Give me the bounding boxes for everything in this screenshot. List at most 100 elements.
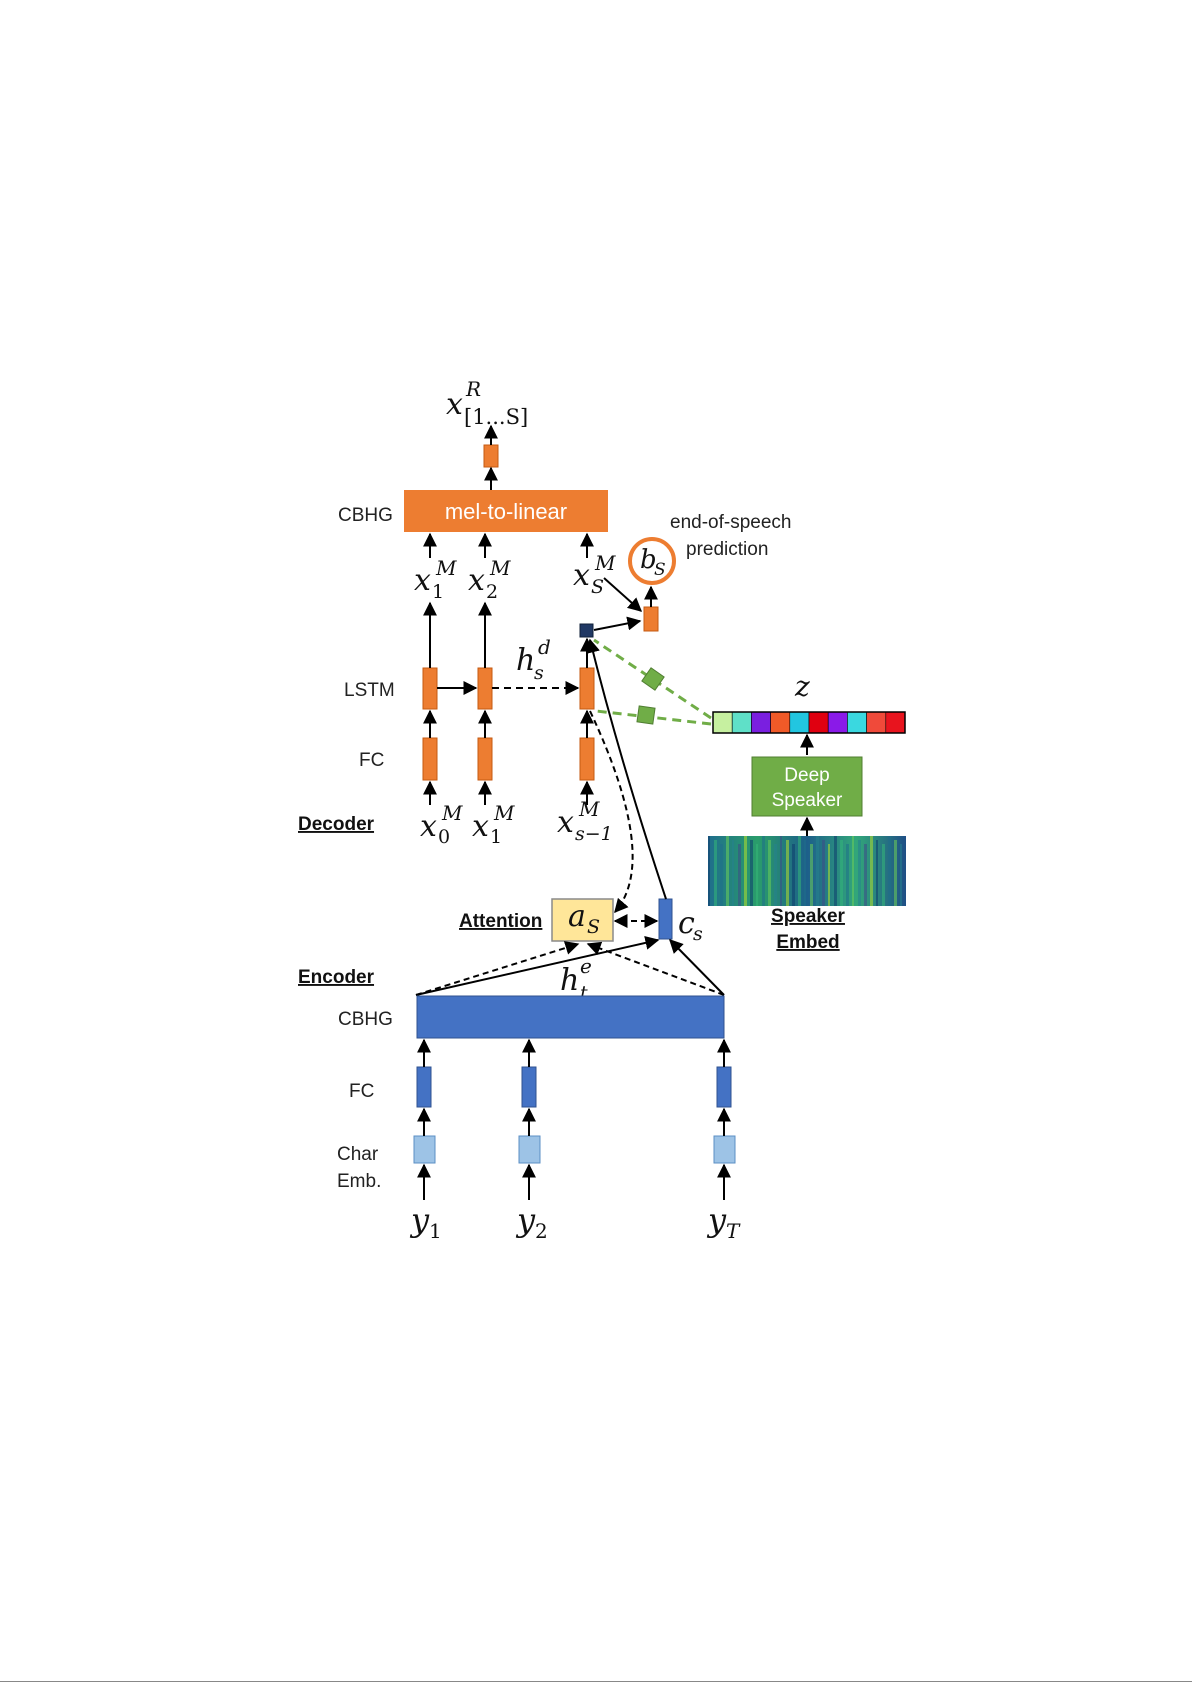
spectrogram-stripe (726, 836, 729, 906)
embedding-cell (828, 712, 847, 733)
embedding-cell (771, 712, 790, 733)
char-emb-t (714, 1136, 735, 1163)
x-sup: M (578, 797, 600, 821)
x-var: x (573, 558, 590, 593)
arrow-xs-to-stop (604, 578, 641, 611)
spectrogram-stripe (828, 844, 830, 906)
encoder-input-yt: y T (706, 1201, 741, 1243)
x-sup: M (489, 556, 511, 580)
context-vector-block (659, 899, 672, 939)
a-sub: S (587, 916, 600, 938)
spectrogram-stripe (894, 840, 897, 906)
context-vector-label: c s (678, 906, 703, 945)
embedding-cell (751, 712, 770, 733)
spectrogram-stripe (762, 836, 765, 906)
spectrogram-stripe (834, 836, 837, 906)
spectrogram-stripe (774, 844, 777, 906)
decoder-fc-s (580, 738, 594, 780)
y-var: y (409, 1201, 430, 1239)
embedding-cell (732, 712, 751, 733)
embedding-cell (809, 712, 828, 733)
x-sub: 1 (432, 581, 444, 603)
speaker-spectrogram-image (708, 836, 906, 906)
a-var: a (568, 899, 586, 934)
lstm-cell-2 (478, 668, 492, 709)
spectrogram-stripe (756, 844, 758, 906)
deep-speaker-label-line1: Deep (784, 765, 829, 786)
spectrogram-stripe (792, 844, 795, 906)
spectrogram-stripe (798, 836, 801, 906)
decoder-output-xs: x M S (573, 551, 616, 598)
x-sub: 2 (486, 581, 498, 603)
spectrogram-stripe (882, 844, 885, 906)
embedding-cell (886, 712, 905, 733)
speaker-embedding-vector (713, 712, 905, 733)
attention-section-label: Attention (459, 911, 542, 932)
spectrogram-stripe (900, 844, 902, 906)
decoder-output-x1: x M 1 (414, 556, 457, 603)
c-sub: s (693, 923, 703, 945)
spectrogram-stripe (888, 836, 891, 906)
x-var: x (414, 563, 431, 598)
x-sub: 1 (490, 826, 502, 848)
spectrogram-stripe (816, 836, 819, 906)
arrow-enc-right-to-context (670, 940, 724, 995)
char-emb-2 (519, 1136, 540, 1163)
stop-token-label: b S (640, 545, 666, 580)
spectrogram-stripe (732, 840, 734, 906)
encoder-cbhg-block (417, 996, 724, 1038)
spectrogram-stripe (750, 840, 753, 906)
linear-output-sub: [1...S] (464, 405, 528, 429)
decoder-fc-label: FC (359, 750, 384, 771)
arrow-concat-to-stop (594, 621, 640, 630)
y-var: y (706, 1201, 727, 1239)
spectrogram-stripe (738, 844, 741, 906)
h-sup: d (538, 635, 551, 659)
h-var: h (516, 643, 535, 678)
spectrogram-stripe (804, 840, 806, 906)
encoder-fc-label: FC (349, 1081, 374, 1102)
char-emb-label-line2: Emb. (337, 1171, 381, 1192)
spectrogram-stripe (870, 836, 873, 906)
decoder-cbhg-label: CBHG (338, 505, 393, 526)
x-sub: 0 (438, 826, 450, 848)
linear-output-sup: R (465, 377, 481, 401)
linear-output-label: x R [1...S] (446, 377, 528, 429)
b-sub: S (654, 560, 666, 580)
spectrogram-stripe (744, 836, 747, 906)
encoder-section-label: Encoder (298, 967, 375, 988)
spectrogram-stripe (852, 836, 854, 906)
encoder-input-y2: y 2 (515, 1201, 548, 1243)
x-sup: M (441, 801, 463, 825)
spectrogram-stripe (720, 844, 723, 906)
decoder-input-x1: x M 1 (472, 801, 515, 848)
encoder-input-y1: y 1 (409, 1201, 442, 1243)
y-sub: T (726, 1219, 741, 1243)
decoder-fc-2 (478, 738, 492, 780)
x-var: x (472, 809, 489, 844)
speaker-embed-label-line2: Embed (776, 932, 839, 953)
spectrogram-stripe (858, 840, 861, 906)
decoder-hidden-label: h d s (516, 635, 551, 684)
embedding-cell (790, 712, 809, 733)
x-sub: S (591, 576, 604, 598)
embedding-cell (847, 712, 866, 733)
page-bottom-rule (0, 1681, 1192, 1682)
encoder-fc-2 (522, 1067, 536, 1107)
speaker-embed-label-line1: Speaker (771, 906, 846, 927)
decoder-input-xs1: x M s−1 (557, 797, 613, 845)
stop-token-block (644, 607, 658, 631)
y-sub: 2 (535, 1219, 548, 1243)
decoder-section-label: Decoder (298, 814, 375, 835)
end-of-speech-label-line1: end-of-speech (670, 512, 791, 533)
x-var: x (557, 805, 574, 840)
h-var: h (560, 963, 579, 998)
lstm-cell-s (580, 668, 594, 709)
x-sup: M (435, 556, 457, 580)
concat-node (580, 624, 593, 637)
linear-output-block (484, 445, 498, 467)
encoder-cbhg-label: CBHG (338, 1009, 393, 1030)
end-of-speech-label-line2: prediction (686, 539, 768, 560)
spectrogram-stripe (840, 840, 843, 906)
arrow-enc-left-to-attention (416, 944, 578, 995)
